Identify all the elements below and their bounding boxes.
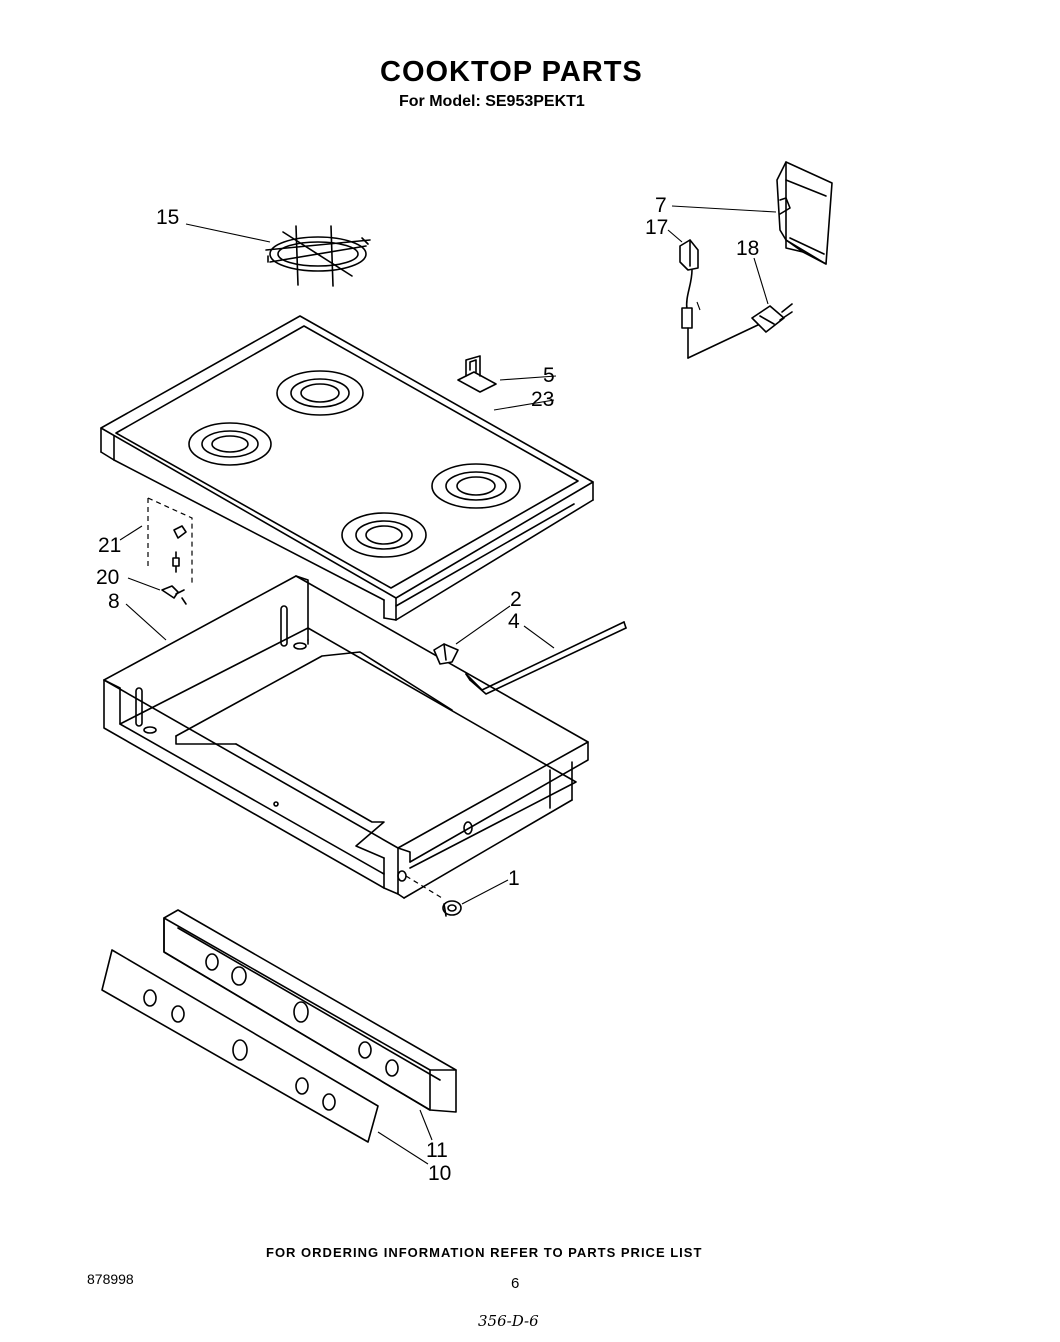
part-15-grate [265,225,371,287]
part-11-control-panel [163,909,457,1113]
part-2-clip [433,643,459,665]
part-17-connector [679,239,761,359]
callout-7: 7 [655,194,667,217]
callout-1: 1 [508,867,520,890]
page-number: 6 [511,1275,520,1292]
callout-15: 15 [156,206,179,229]
part-4-rod [465,621,627,695]
callout-4: 4 [508,610,520,633]
handwritten-note: 356-D-6 [478,1312,539,1330]
model-line: For Model: SE953PEKT1 [399,93,585,110]
part-5-clip [457,355,497,393]
callout-23: 23 [531,388,554,411]
callout-10: 10 [428,1162,451,1185]
callout-21: 21 [98,534,121,557]
callout-18: 18 [736,237,759,260]
callout-11: 11 [426,1139,448,1162]
part-23-cooktop [100,315,594,621]
page-title: COOKTOP PARTS [380,56,643,88]
callout-2: 2 [510,588,522,611]
callout-8: 8 [108,590,120,613]
callout-20: 20 [96,566,119,589]
document-number: 878998 [87,1271,134,1287]
part-1-screw [442,900,462,917]
part-7-bracket [776,161,833,265]
part-20-screw [161,585,187,605]
ordering-note: FOR ORDERING INFORMATION REFER TO PARTS … [266,1245,703,1260]
part-10-trim [101,949,379,1143]
leader-lines [119,205,777,1165]
part-18-plug [751,303,793,333]
callout-17: 17 [645,216,668,239]
part-8-burner-box [103,575,589,899]
callout-5: 5 [543,364,555,387]
part-21-bracket [147,497,193,584]
callout-labels: 15 7 17 18 5 23 21 20 8 2 4 1 11 10 [96,194,759,1185]
